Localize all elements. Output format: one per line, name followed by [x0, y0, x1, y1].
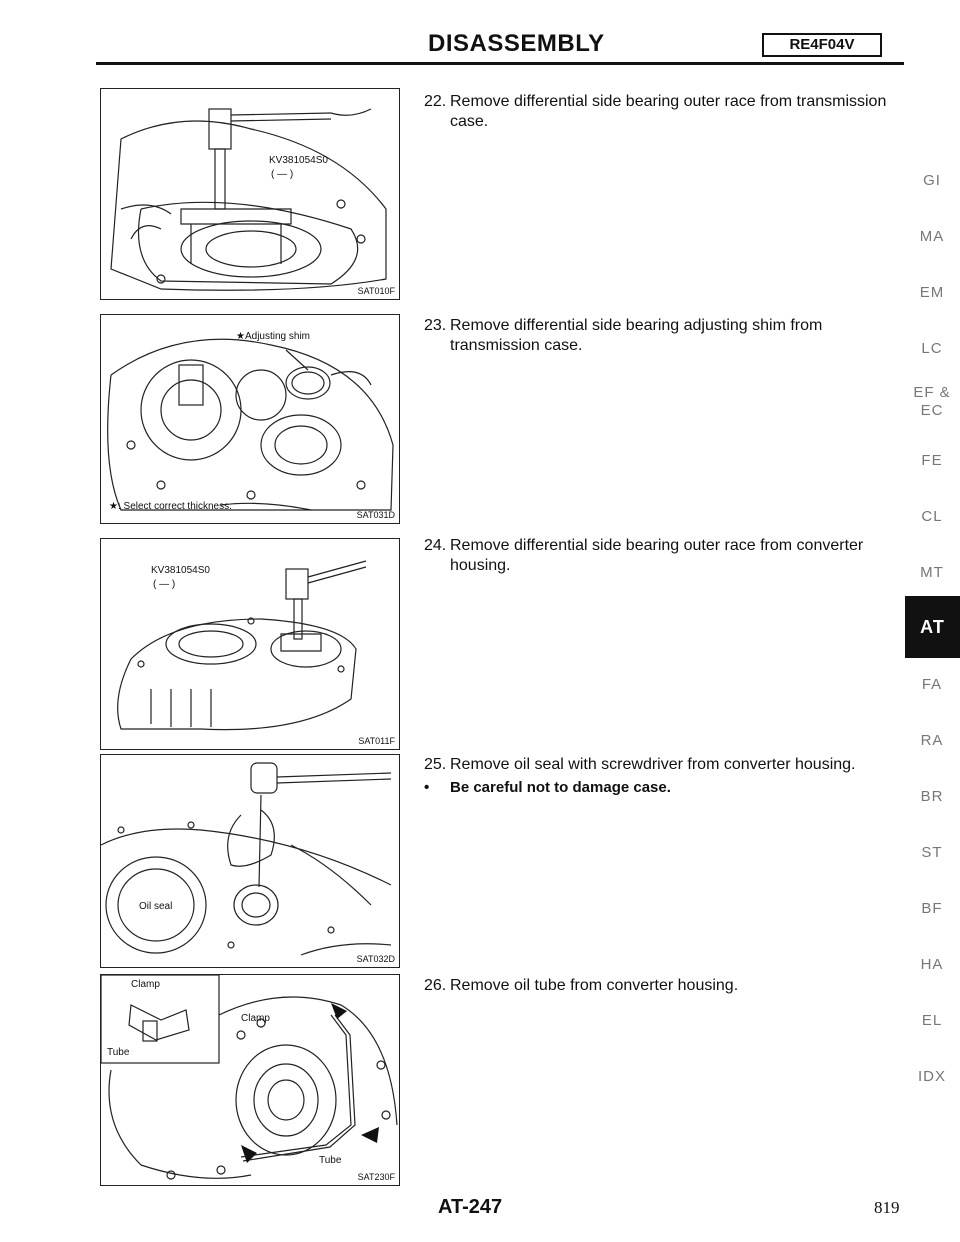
step-text: Remove oil tube from converter housing.	[450, 977, 739, 994]
side-tab-gi[interactable]: GI	[923, 172, 941, 189]
step-25: 25. Remove oil seal with screwdriver fro…	[424, 755, 904, 775]
side-tab-el[interactable]: EL	[921, 1012, 943, 1029]
illustration-converter-housing-puller	[117, 560, 367, 731]
header-rule	[96, 62, 904, 65]
side-tab-em[interactable]: EM	[919, 284, 945, 301]
caution-note: • Be careful not to damage case.	[424, 779, 671, 796]
step-text: Remove differential side bearing adjusti…	[450, 317, 823, 354]
side-tab-fa[interactable]: FA	[921, 676, 943, 693]
illustration-bearing-puller	[110, 108, 387, 291]
oil-seal-label: Oil seal	[139, 901, 173, 912]
figure-code: SAT010F	[357, 286, 395, 296]
step-number: 23.	[424, 317, 447, 334]
step-26: 26. Remove oil tube from converter housi…	[424, 976, 904, 996]
illustration-oil-seal-removal	[101, 762, 392, 956]
figure-code: SAT032D	[356, 954, 395, 964]
figure-sat010f: KV381054S0 ( — ) SAT010F	[100, 88, 400, 300]
page-title: DISASSEMBLY	[428, 30, 605, 57]
side-tab-bf[interactable]: BF	[921, 900, 943, 917]
figure-sat032d: Oil seal SAT032D	[100, 754, 400, 968]
side-tab-idx[interactable]: IDX	[917, 1068, 946, 1085]
illustration-oil-tube	[101, 975, 398, 1180]
clamp-inset-label: Clamp	[131, 979, 160, 990]
figure-sat230f: Clamp Tube Clamp Tube SAT230F	[100, 974, 400, 1186]
model-badge: RE4F04V	[762, 33, 882, 57]
side-tab-ma[interactable]: MA	[919, 228, 945, 245]
bullet-icon: •	[424, 779, 430, 796]
side-tab-fe[interactable]: FE	[921, 452, 943, 469]
step-23: 23. Remove differential side bearing adj…	[424, 316, 904, 356]
caution-text: Be careful not to damage case.	[450, 779, 671, 796]
side-tab-mt[interactable]: MT	[920, 564, 944, 581]
side-tab-ha[interactable]: HA	[920, 956, 944, 973]
step-number: 24.	[424, 537, 447, 554]
figure-code: SAT230F	[357, 1172, 395, 1182]
page-label: AT-247	[438, 1196, 503, 1218]
step-24: 24. Remove differential side bearing out…	[424, 536, 904, 576]
tube-label: Tube	[319, 1155, 342, 1166]
side-tab-st[interactable]: ST	[921, 844, 943, 861]
step-22: 22. Remove differential side bearing out…	[424, 92, 904, 132]
tool-number-sub-label: ( — )	[153, 579, 176, 590]
side-tab-lc[interactable]: LC	[921, 340, 943, 357]
tool-number-label: KV381054S0	[269, 155, 328, 166]
figure-code: SAT011F	[358, 736, 395, 746]
step-number: 26.	[424, 977, 447, 994]
figure-sat011f: KV381054S0 ( — ) SAT011F	[100, 538, 400, 750]
step-number: 25.	[424, 756, 447, 773]
figure-code: SAT031D	[356, 510, 395, 520]
step-text: Remove differential side bearing outer r…	[450, 537, 864, 574]
side-tab-br[interactable]: BR	[920, 788, 944, 805]
step-text: Remove oil seal with screwdriver from co…	[450, 756, 856, 773]
step-number: 22.	[424, 93, 447, 110]
side-tab-ec[interactable]: EC	[920, 402, 944, 419]
adjusting-shim-label: ★Adjusting shim	[236, 331, 310, 342]
illustration-adjusting-shim	[107, 338, 394, 511]
clamp-label: Clamp	[241, 1013, 270, 1024]
thickness-note-label: ★: Select correct thickness.	[109, 501, 232, 512]
side-tab-cl[interactable]: CL	[921, 508, 943, 525]
tool-number-label: KV381054S0	[151, 565, 210, 576]
side-tab-ra[interactable]: RA	[920, 732, 944, 749]
page-number: 819	[874, 1198, 900, 1217]
tube-inset-label: Tube	[107, 1047, 130, 1058]
tool-number-sub-label: ( — )	[271, 169, 294, 180]
side-tab-ef[interactable]: EF &	[913, 384, 951, 401]
figure-sat031d: ★Adjusting shim ★: Select correct thickn…	[100, 314, 400, 524]
side-tab-at[interactable]: AT	[905, 596, 960, 658]
step-text: Remove differential side bearing outer r…	[450, 93, 887, 130]
